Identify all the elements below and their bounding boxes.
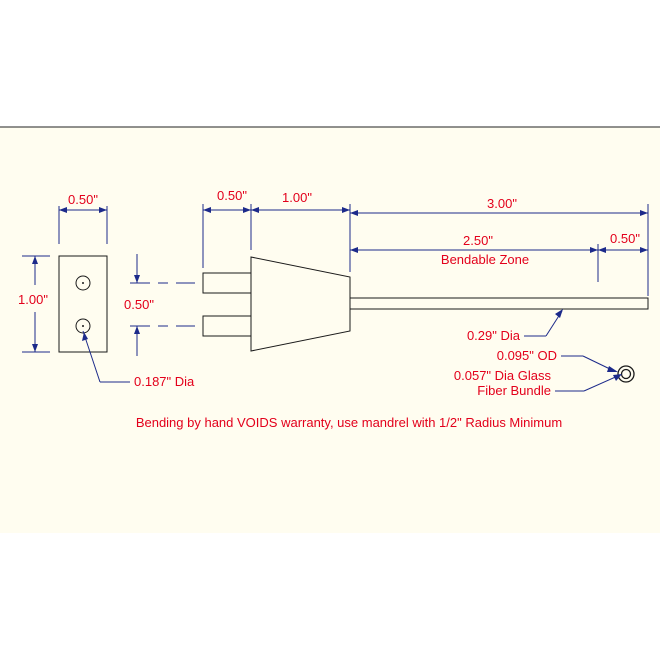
fiber-od-circle	[617, 365, 635, 383]
block-outline	[58, 255, 108, 353]
pin-taper-dimension	[202, 204, 351, 272]
hole-bottom-center	[82, 325, 84, 327]
connector-side-view	[202, 256, 649, 352]
taper-length-label: 1.00"	[282, 190, 312, 205]
pin-spacing-dimension	[130, 254, 195, 356]
hole-top-center	[82, 282, 84, 284]
block-height-label: 1.00"	[18, 292, 48, 307]
glass-bundle-circle	[620, 368, 632, 380]
pin-length-label: 0.50"	[217, 188, 247, 203]
hole-dia-leader	[82, 330, 130, 383]
bendable-zone-dimension	[350, 244, 648, 282]
hole-bottom	[75, 318, 91, 334]
bendable-zone-label: Bendable Zone	[441, 252, 529, 267]
block-height-dimension	[22, 255, 50, 353]
bendable-length-label: 2.50"	[463, 233, 493, 248]
hole-top	[75, 275, 91, 291]
fiber-dia-leader	[524, 309, 563, 337]
hole-dia-label: 0.187" Dia	[134, 374, 195, 389]
od-label: 0.095" OD	[497, 348, 557, 363]
pin-spacing-label: 0.50"	[124, 297, 154, 312]
block-width-label: 0.50"	[68, 192, 98, 207]
fiber-sheath	[349, 297, 649, 310]
drawing-sheet	[0, 127, 660, 533]
fiber-dia-label: 0.29" Dia	[467, 328, 521, 343]
end-length-label: 0.50"	[610, 231, 640, 246]
end-view-block	[58, 255, 108, 353]
od-leader	[561, 355, 618, 372]
tapered-ferrule	[250, 256, 351, 352]
glass-bundle-label-line1: 0.057" Dia Glass	[454, 368, 552, 383]
glass-bundle-leader	[555, 374, 622, 392]
warranty-warning-note: Bending by hand VOIDS warranty, use mand…	[136, 415, 562, 430]
glass-bundle-label-line2: Fiber Bundle	[477, 383, 551, 398]
fiber-end-view	[617, 365, 635, 383]
fiber-length-label: 3.00"	[487, 196, 517, 211]
block-width-dimension	[58, 206, 108, 244]
